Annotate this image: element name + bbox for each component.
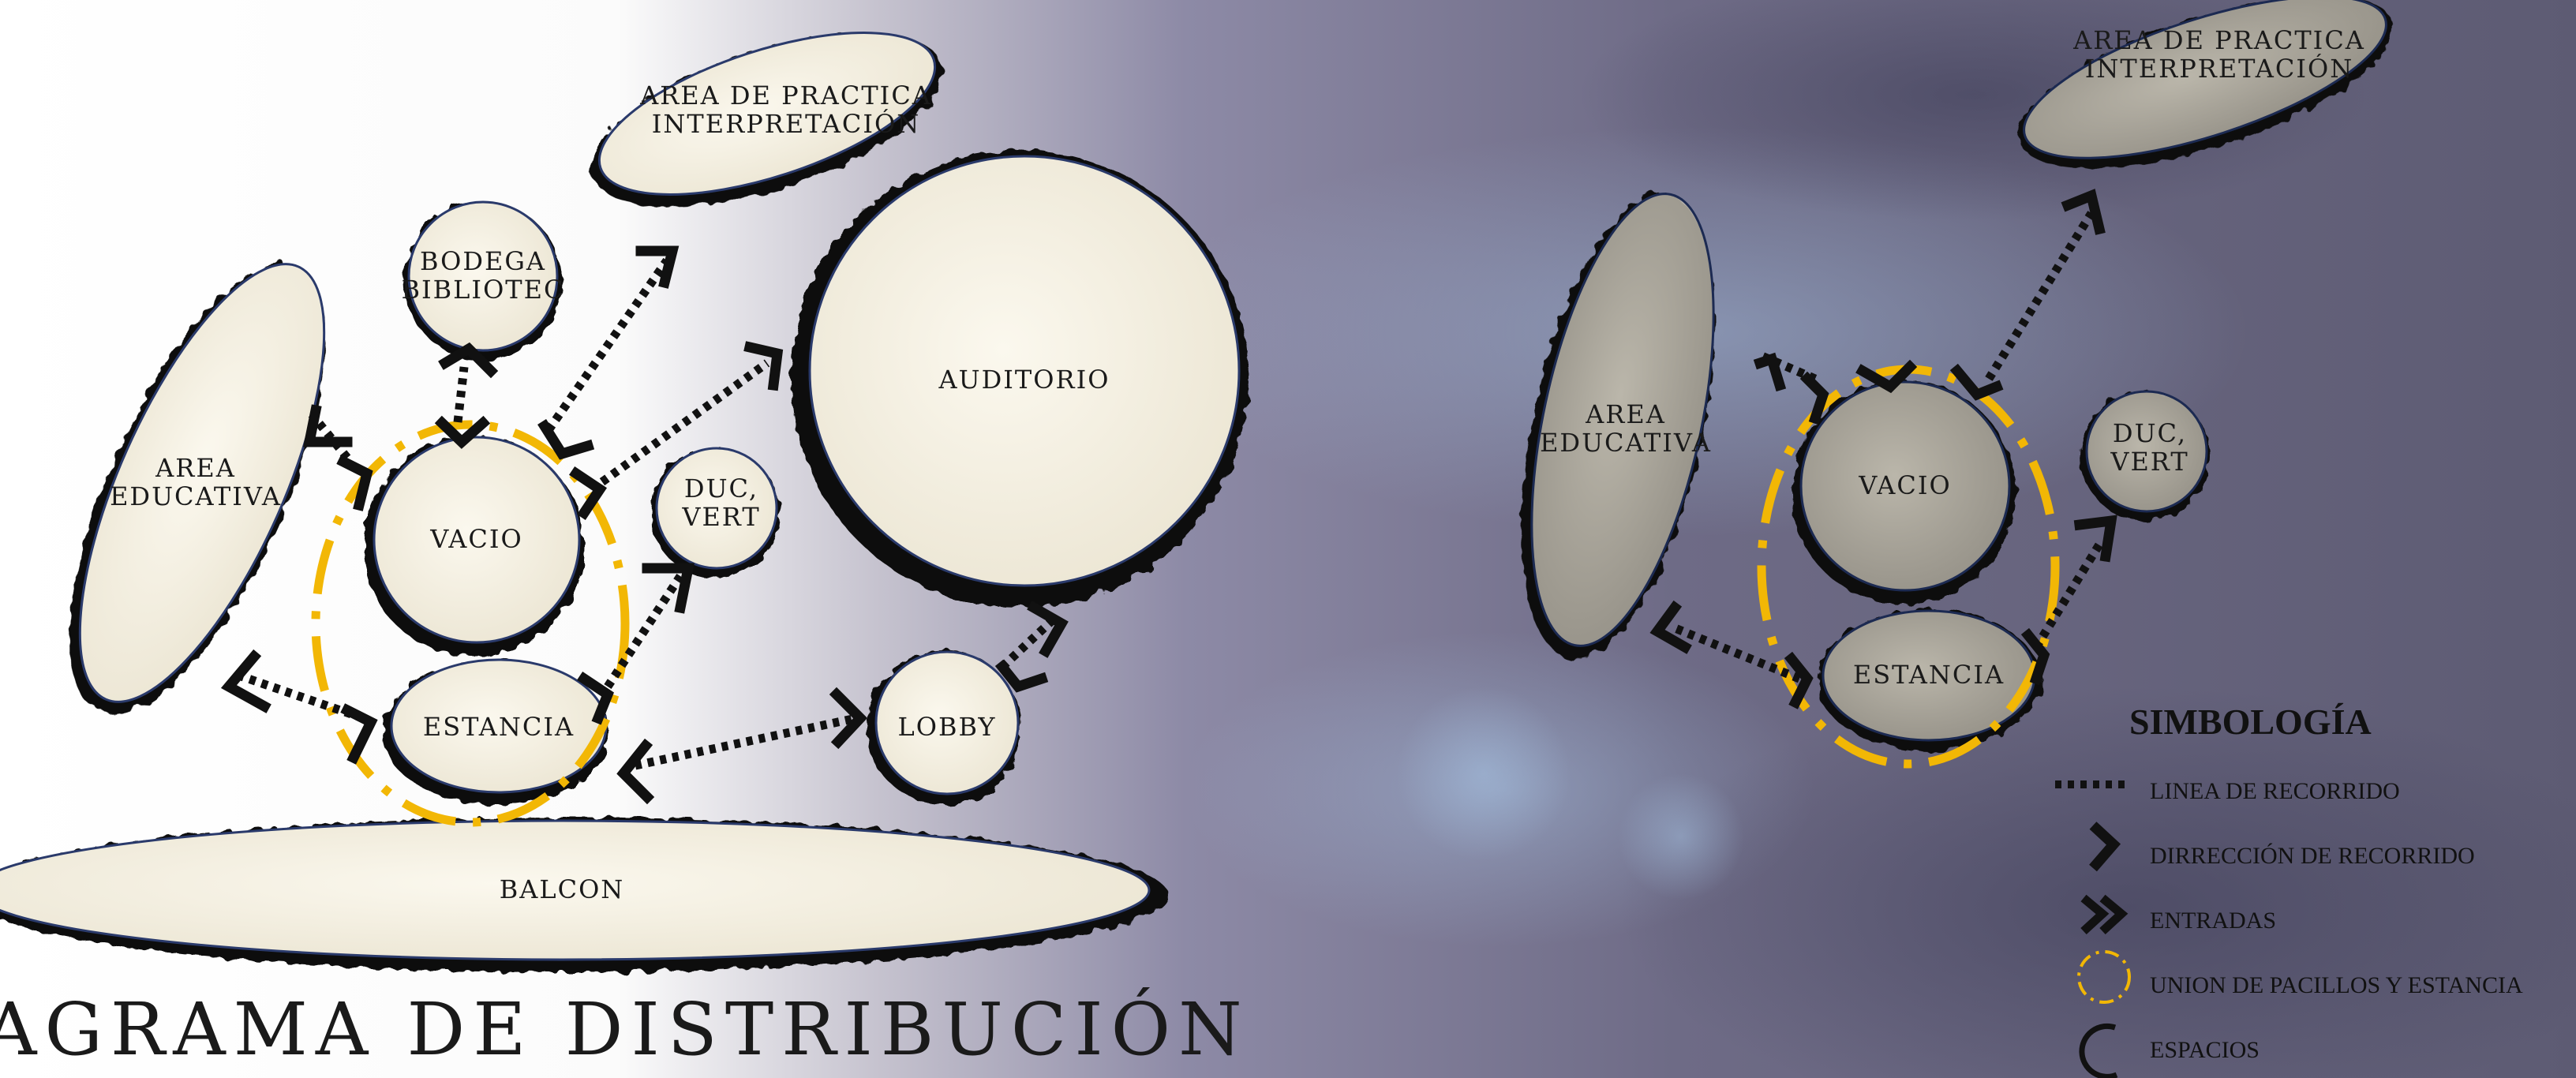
label-line: VERT [681, 502, 760, 532]
label-estancia: ESTANCIA [423, 712, 575, 742]
legend-item-label: LINEA DE RECORRIDO [2150, 778, 2400, 804]
label-estancia-right: ESTANCIA [1853, 660, 2005, 690]
label-line: EDUCATIVA [110, 481, 282, 511]
label-line: INTERPRETACIÓN [2085, 54, 2353, 84]
diagram-title: AGRAMA DE DISTRIBUCIÓN [0, 986, 1250, 1072]
legend-title: SIMBOLOGÍA [2129, 702, 2372, 742]
label-vacio: VACIO [429, 524, 522, 554]
label-duc-vert: DUC,VERT [681, 473, 760, 532]
label-vacio-right: VACIO [1858, 470, 1951, 500]
legend-item-label: ESPACIOS [2150, 1037, 2260, 1063]
legend-item-label: UNION DE PACILLOS Y ESTANCIA [2150, 972, 2523, 998]
legend-item-label: ENTRADAS [2150, 908, 2276, 934]
label-duc-vert-right: DUC,VERT [2110, 418, 2188, 477]
label-line: EDUCATIVA [1540, 428, 1712, 458]
label-auditorio: AUDITORIO [938, 365, 1110, 395]
background-glow [1397, 687, 1571, 860]
label-line: VERT [2110, 447, 2188, 477]
label-line: INTERPRETACIÓN [652, 109, 920, 139]
legend-item-label: DIRRECCIÓN DE RECORRIDO [2150, 843, 2475, 869]
label-line: BIBLIOTEC [402, 275, 565, 305]
background-glow [1618, 773, 1744, 900]
label-balcon: BALCON [500, 874, 625, 904]
label-lobby: LOBBY [897, 712, 996, 742]
